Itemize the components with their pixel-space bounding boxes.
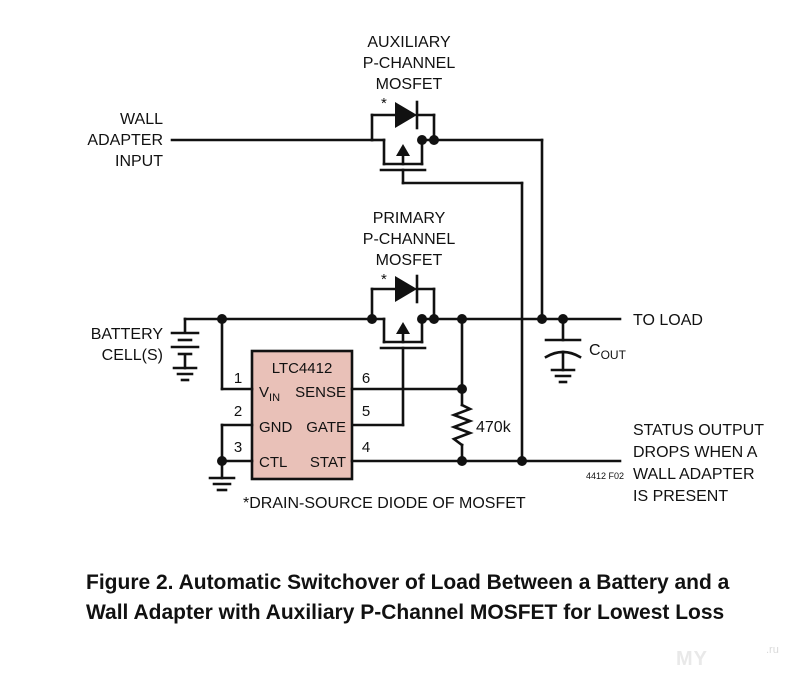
primary-mosfet-label-line1: PRIMARY xyxy=(373,210,446,227)
watermark-text: MY xyxy=(676,648,708,670)
battery-label-line1: BATTERY xyxy=(91,326,164,343)
ic-name: LTC4412 xyxy=(272,360,333,377)
junction-dot xyxy=(429,135,439,145)
resistor-470k xyxy=(450,403,474,447)
pin-number-3: 3 xyxy=(234,439,242,456)
pin-number-2: 2 xyxy=(234,403,242,420)
status-label-line1: STATUS OUTPUT xyxy=(633,422,764,439)
part-code-label: 4412 F02 xyxy=(586,471,624,481)
primary-diode-asterisk: * xyxy=(381,271,387,288)
cout-label: COUT xyxy=(589,342,627,362)
wall-adapter-label-line1: WALL xyxy=(120,111,163,128)
pin-ctl-label: CTL xyxy=(259,454,287,471)
circuit-schematic: AUXILIARY P-CHANNEL MOSFET WALL ADAPTER … xyxy=(87,34,764,512)
aux-diode-asterisk: * xyxy=(381,95,387,112)
to-load-label: TO LOAD xyxy=(633,312,703,329)
wall-adapter-label-line2: ADAPTER xyxy=(87,132,163,149)
watermark-domain: .ru xyxy=(766,644,779,656)
aux-mosfet-symbol xyxy=(170,100,544,463)
junction-dot xyxy=(517,456,527,466)
battery-symbol xyxy=(170,317,200,382)
diode-footnote: *DRAIN-SOURCE DIODE OF MOSFET xyxy=(243,495,526,512)
battery-label-line2: CELL(S) xyxy=(102,347,163,364)
junction-dot xyxy=(429,314,439,324)
junction-dot xyxy=(537,314,547,324)
junction-dot xyxy=(417,135,427,145)
aux-mosfet-label-line1: AUXILIARY xyxy=(367,34,451,51)
output-capacitor xyxy=(544,317,582,384)
pin-number-1: 1 xyxy=(234,370,242,387)
pin-number-5: 5 xyxy=(362,403,370,420)
pin-number-4: 4 xyxy=(362,439,370,456)
status-label-line4: IS PRESENT xyxy=(633,488,728,505)
pin-sense-label: SENSE xyxy=(295,384,346,401)
ic-body xyxy=(250,349,354,481)
wall-adapter-label-line3: INPUT xyxy=(115,153,163,170)
pin-gnd-label: GND xyxy=(259,419,293,436)
aux-mosfet-label-line2: P-CHANNEL xyxy=(363,55,456,72)
status-label-line3: WALL ADAPTER xyxy=(633,466,755,483)
caption-line-1: Figure 2. Automatic Switchover of Load B… xyxy=(86,571,730,594)
junction-dot xyxy=(457,384,467,394)
pin-stat-label: STAT xyxy=(310,454,346,471)
primary-mosfet-symbol xyxy=(183,274,622,427)
aux-mosfet-label-line3: MOSFET xyxy=(376,76,443,93)
primary-mosfet-label-line3: MOSFET xyxy=(376,252,443,269)
caption-line-2: Wall Adapter with Auxiliary P-Channel MO… xyxy=(86,601,725,624)
junction-dot xyxy=(367,314,377,324)
figure-caption: Figure 2. Automatic Switchover of Load B… xyxy=(86,568,786,628)
pin-gate-label: GATE xyxy=(306,419,346,436)
junction-dot xyxy=(217,456,227,466)
primary-mosfet-label-line2: P-CHANNEL xyxy=(363,231,456,248)
status-label-line2: DROPS WHEN A xyxy=(633,444,758,461)
pin-number-6: 6 xyxy=(362,370,370,387)
resistor-label: 470k xyxy=(476,419,512,436)
junction-dot xyxy=(457,456,467,466)
pin-vin-label: VIN xyxy=(259,384,280,404)
junction-dot xyxy=(417,314,427,324)
